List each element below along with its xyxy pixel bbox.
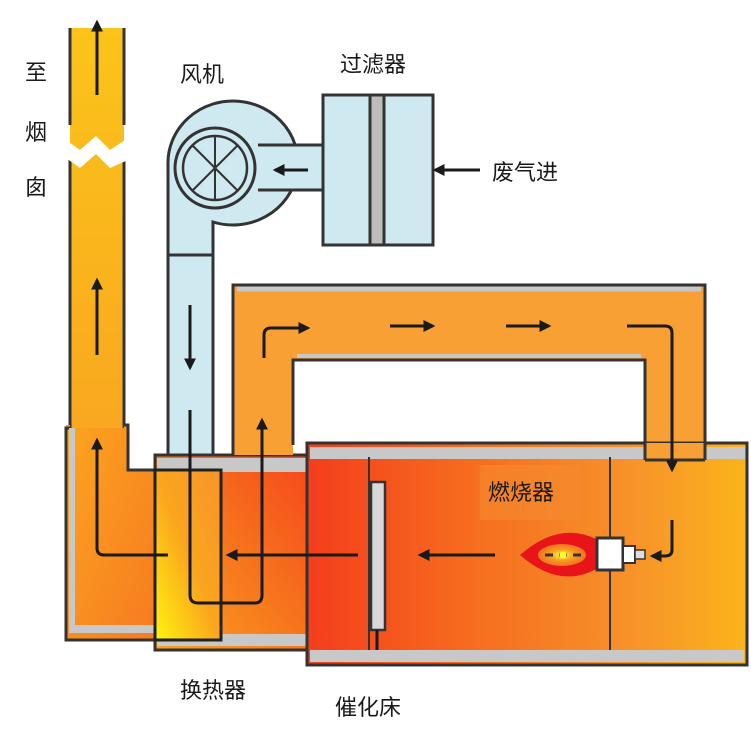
flame-icon [520,532,598,577]
preheat-duct-loop [231,283,707,460]
chimney-label-char-3: 囱 [25,176,47,201]
fan-label: 风机 [180,63,224,88]
arrow-loop-down [627,324,678,473]
chimney-label-char-2: 烟 [25,121,47,146]
fan-icon [173,126,257,210]
flow-arrows [91,19,678,650]
arrow-outlet [91,437,168,557]
heat-exchanger [153,453,317,652]
heat-exchanger-label: 换热器 [180,679,246,704]
arrow-loop-up [262,322,311,358]
filter-label: 过滤器 [340,53,406,78]
arrow-to-burner [649,520,674,562]
outlet-plenum [64,423,155,642]
burner-nozzle-icon [595,536,646,572]
filter-element-icon [368,93,386,247]
catalytic-bed-label: 催化床 [335,696,401,721]
arrow-hx-loop [188,410,268,605]
catalyst-plate-icon [369,480,387,632]
chimney-label: 至 烟 囱 [25,61,47,201]
filter-box [321,93,435,247]
exhaust-in-label: 废气进 [492,161,558,186]
burner-label: 燃烧器 [488,481,554,506]
chimney-label-char-1: 至 [25,61,47,86]
chimney-break [66,136,128,168]
